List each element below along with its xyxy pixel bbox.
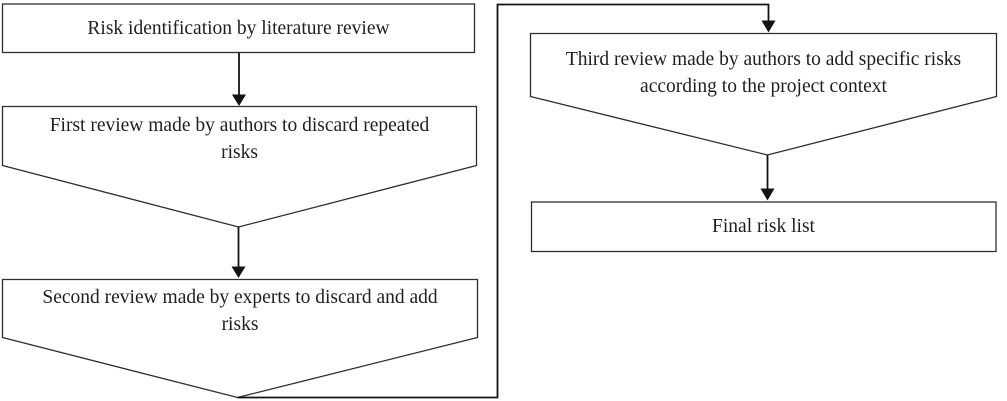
arrowhead-down-icon <box>760 188 775 201</box>
arrowhead-down-icon <box>231 266 246 278</box>
arrowhead-down-icon <box>232 94 246 106</box>
node-final-risk-list-box <box>530 201 997 253</box>
node-second-review-pentagon <box>1 278 479 399</box>
connector-second-to-third-review <box>237 3 770 399</box>
node-risk-identification-box <box>1 3 476 54</box>
node-first-review-pentagon <box>1 105 478 228</box>
arrowhead-down-icon <box>761 20 776 33</box>
node-third-review-pentagon <box>529 32 998 156</box>
